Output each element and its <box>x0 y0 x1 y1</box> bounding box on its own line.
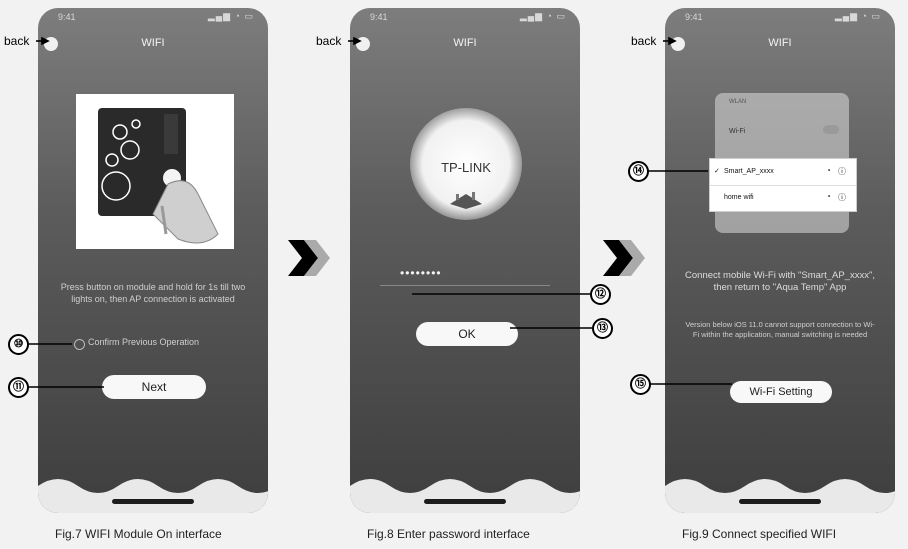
status-icons: ▂▄▆ ◔ ▭ <box>834 11 881 21</box>
page-title: WIFI <box>768 37 792 49</box>
confirm-previous-operation[interactable]: Confirm Previous Operation <box>70 337 240 351</box>
caption-fig7: Fig.7 WIFI Module On interface <box>55 527 222 541</box>
wifi-toggle[interactable] <box>823 125 839 134</box>
status-icons: ▂▄▆ ◔ ▭ <box>207 11 254 21</box>
annotation-12: ⑫ <box>590 284 611 305</box>
confirm-checkbox[interactable] <box>74 339 85 350</box>
info-icon[interactable]: ⓘ <box>838 193 846 202</box>
password-input[interactable]: •••••••• <box>380 266 550 286</box>
status-time: 9:41 <box>685 12 703 22</box>
page-title: WIFI <box>453 37 477 49</box>
wifi-signal-icon: ◔ <box>826 166 831 175</box>
wifi-list-header: WLAN <box>729 99 747 105</box>
wifi-signal-icon: ◔ <box>826 192 831 201</box>
password-underline <box>380 285 550 286</box>
annotation-10: ⑩ <box>8 334 29 355</box>
wifi-row-label: Wi-Fi <box>729 128 746 135</box>
status-time: 9:41 <box>370 12 388 22</box>
status-icons: ▂▄▆ ◔ ▭ <box>519 11 566 21</box>
page-title: WIFI <box>141 37 165 49</box>
annotation-11: ⑪ <box>8 377 29 398</box>
annotation-15: ⑮ <box>630 374 651 395</box>
caption-fig8: Fig.8 Enter password interface <box>367 527 530 541</box>
network-2-name: home wifi <box>724 194 754 201</box>
phone-screen-wifi-module-on: 9:41 ▂▄▆ ◔ ▭ WIFI Press button on module… <box>38 8 268 513</box>
back-annotation-1: back <box>4 34 30 48</box>
wifi-network-list: ✓ Smart_AP_xxxx ◔ ⓘ home wifi ◔ ⓘ <box>709 158 857 212</box>
annotation-13: ⑬ <box>592 318 613 339</box>
back-annotation-3: back <box>631 34 657 48</box>
caption-fig9: Fig.9 Connect specified WIFI <box>682 527 837 541</box>
status-time: 9:41 <box>58 12 76 22</box>
wave-decoration <box>350 479 580 513</box>
module-hand-icon <box>98 108 219 244</box>
network-1-name: Smart_AP_xxxx <box>724 168 774 175</box>
phone-screen-connect-wifi: 9:41 ▂▄▆ ◔ ▭ WIFI WLAN Wi-Fi ✓ Smart_AP_… <box>665 8 895 513</box>
network-name: TP-LINK <box>441 160 491 175</box>
next-step-chevron-1 <box>288 240 330 276</box>
router-illustration <box>450 192 482 209</box>
home-indicator <box>112 499 194 504</box>
status-bar: 9:41 ▂▄▆ ◔ ▭ <box>350 11 580 25</box>
confirm-label: Confirm Previous Operation <box>88 337 200 347</box>
network-row-home[interactable]: home wifi ◔ ⓘ <box>710 185 856 211</box>
info-icon[interactable]: ⓘ <box>838 167 846 176</box>
status-bar: 9:41 ▂▄▆ ◔ ▭ <box>38 11 268 25</box>
annotation-14: ⑭ <box>628 161 649 182</box>
phone-screen-enter-password: 9:41 ▂▄▆ ◔ ▭ WIFI TP-LINK •••••••• OK <box>350 8 580 513</box>
check-icon: ✓ <box>714 168 720 175</box>
back-annotation-2: back <box>316 34 342 48</box>
connect-message: Connect mobile Wi-Fi with "Smart_AP_xxxx… <box>685 270 875 293</box>
ios-note: Version below iOS 11.0 cannot support co… <box>685 320 875 339</box>
password-value: •••••••• <box>400 266 442 280</box>
wave-decoration <box>665 479 895 513</box>
home-indicator <box>739 499 821 504</box>
instruction-text: Press button on module and hold for 1s t… <box>60 282 246 304</box>
ok-button[interactable]: OK <box>416 322 518 346</box>
home-indicator <box>424 499 506 504</box>
wave-decoration <box>38 479 268 513</box>
next-step-chevron-2 <box>603 240 645 276</box>
network-row-smart-ap[interactable]: ✓ Smart_AP_xxxx ◔ ⓘ <box>710 159 856 186</box>
module-illustration <box>76 94 234 249</box>
wifi-setting-button[interactable]: Wi-Fi Setting <box>730 381 832 403</box>
next-button[interactable]: Next <box>102 375 206 399</box>
status-bar: 9:41 ▂▄▆ ◔ ▭ <box>665 11 895 25</box>
